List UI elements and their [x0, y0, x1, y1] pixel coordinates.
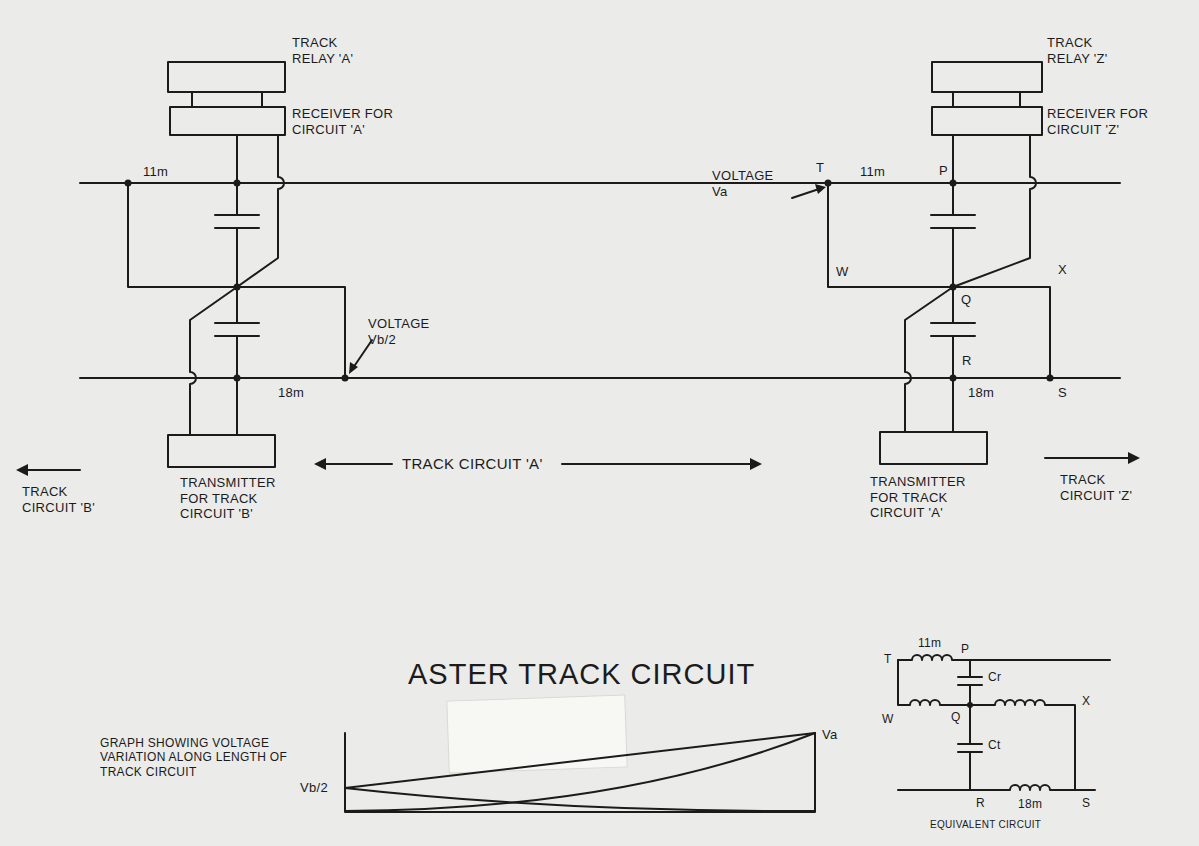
- receiver-box: [932, 107, 1042, 135]
- drawing-label: 11m: [918, 636, 941, 650]
- inductor-line: [898, 660, 1075, 790]
- relay-wire: [192, 92, 262, 107]
- drawing-label: RECEIVER FOR CIRCUIT 'A': [292, 106, 412, 137]
- relay-wire: [953, 92, 1020, 107]
- drawing-label: S: [1082, 796, 1090, 810]
- drawing-label: TRACK CIRCUIT 'A': [402, 455, 543, 473]
- drawing-label: EQUIVALENT CIRCUIT: [930, 819, 1041, 831]
- capacitor-symbol: [958, 705, 982, 790]
- graph-curve: [345, 733, 815, 811]
- capacitor-wire: [236, 336, 238, 435]
- inductor-line: [898, 655, 1110, 660]
- track-relay-box: [168, 62, 285, 92]
- drawing-label: TRACK RELAY 'A': [292, 35, 372, 66]
- transmitter-wire-crossover: [190, 287, 237, 435]
- transmitter-box: [880, 432, 987, 464]
- drawing-label: R: [976, 796, 985, 810]
- drawing-label: T: [884, 652, 892, 666]
- drawing-label: Ct: [988, 738, 1001, 752]
- capacitor-plate: [931, 215, 975, 228]
- arrow-head: [16, 464, 28, 476]
- junction-dot: [950, 180, 957, 187]
- drawing-label: S: [1058, 385, 1067, 401]
- paper-tape: [447, 695, 627, 773]
- drawing-label: 18m: [1018, 797, 1042, 811]
- graph-axes: [345, 733, 815, 812]
- arrow-head: [750, 458, 762, 470]
- rail-bond-wire: [128, 183, 345, 378]
- junction-dot: [950, 284, 957, 291]
- drawing-label: X: [1058, 262, 1067, 278]
- drawing-label: W: [836, 264, 849, 280]
- capacitor-wire: [236, 228, 238, 323]
- drawing-label: GRAPH SHOWING VOLTAGE VARIATION ALONG LE…: [100, 736, 330, 779]
- drawing-label: VOLTAGE Vb/2: [368, 316, 438, 347]
- junction-dot: [967, 702, 973, 708]
- drawing-label: 11m: [143, 164, 168, 180]
- junction-dot: [825, 180, 832, 187]
- direction-arrow: [1045, 457, 1134, 459]
- receiver-box: [170, 107, 285, 135]
- receiver-wire: [952, 135, 954, 215]
- capacitor-plate: [215, 323, 259, 336]
- drawing-label: Vb/2: [300, 780, 328, 796]
- rail-bond-wire: [828, 183, 1050, 378]
- capacitor-plate: [931, 323, 975, 336]
- arrow-head: [314, 458, 326, 470]
- drawing-label: TRACK CIRCUIT 'Z': [1060, 472, 1145, 503]
- direction-arrow: [320, 463, 392, 465]
- junction-dot: [125, 180, 132, 187]
- junction-dot: [1047, 375, 1054, 382]
- drawing-label: TRACK CIRCUIT 'B': [22, 484, 102, 515]
- junction-dot: [342, 375, 349, 382]
- arrow-head: [815, 184, 826, 194]
- receiver-wire: [236, 135, 238, 215]
- graph-curve: [345, 788, 815, 811]
- drawing-label: TRANSMITTER FOR TRACK CIRCUIT 'B': [180, 475, 295, 522]
- arrow-head: [1128, 452, 1140, 464]
- capacitor-symbol: [958, 660, 982, 705]
- junction-dot: [950, 375, 957, 382]
- inductor-line: [898, 785, 1095, 790]
- drawing-label: W: [882, 712, 894, 726]
- drawing-label: T: [816, 160, 824, 176]
- drawing-label: RECEIVER FOR CIRCUIT 'Z': [1047, 106, 1167, 137]
- drawing-label: VOLTAGE Va: [712, 168, 782, 199]
- drawing-label: Cr: [988, 670, 1001, 684]
- drawing-label: TRACK RELAY 'Z': [1047, 35, 1127, 66]
- receiver-wire-crossover: [237, 135, 284, 287]
- direction-arrow: [22, 469, 80, 471]
- diagram-title: ASTER TRACK CIRCUIT: [408, 658, 755, 691]
- capacitor-wire: [952, 228, 954, 323]
- track-relay-box: [932, 62, 1042, 92]
- drawing-label: Q: [951, 710, 961, 724]
- drawing-label: 11m: [860, 164, 885, 180]
- graph-sum-line: [345, 733, 815, 788]
- drawing-label: P: [939, 163, 948, 179]
- drawing-label: R: [962, 353, 972, 369]
- drawing-label: P: [961, 642, 969, 656]
- transmitter-box: [168, 435, 275, 467]
- leader-arrow: [792, 189, 819, 198]
- capacitor-plate: [215, 215, 259, 228]
- capacitor-wire: [952, 336, 954, 432]
- drawing-label: 18m: [278, 385, 304, 401]
- junction-dot: [234, 284, 241, 291]
- receiver-wire-crossover: [953, 135, 1036, 287]
- drawing-label: X: [1082, 694, 1090, 708]
- drawing-label: Va: [822, 727, 838, 743]
- junction-dot: [234, 375, 241, 382]
- junction-dot: [234, 180, 241, 187]
- drawing-label: TRANSMITTER FOR TRACK CIRCUIT 'A': [870, 474, 985, 521]
- transmitter-wire-crossover: [905, 287, 953, 432]
- arrow-head: [349, 362, 358, 374]
- direction-arrow: [562, 463, 756, 465]
- drawing-label: 18m: [968, 385, 994, 401]
- drawing-label: Q: [961, 292, 971, 308]
